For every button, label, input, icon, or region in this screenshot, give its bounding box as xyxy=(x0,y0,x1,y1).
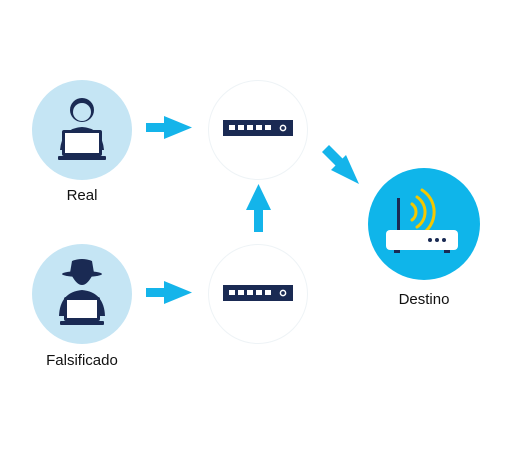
arrow-spoofed-to-router xyxy=(146,281,192,304)
arrow-real-to-router xyxy=(146,116,192,139)
arrow-router-up xyxy=(246,184,271,232)
spoofed-user-node xyxy=(32,244,132,344)
arrow-router-to-destination xyxy=(322,145,359,184)
destination-label: Destino xyxy=(398,291,450,308)
wifi-router-icon xyxy=(386,188,458,253)
person-laptop-icon xyxy=(58,98,106,160)
destination-node xyxy=(368,168,480,280)
router-top-node xyxy=(208,80,308,180)
real-user-node xyxy=(32,80,132,180)
spoofed-label: Falsificado xyxy=(46,352,118,369)
hacker-laptop-icon xyxy=(59,259,105,325)
router-icon xyxy=(223,285,293,301)
real-label: Real xyxy=(66,187,98,204)
router-icon xyxy=(223,120,293,136)
router-bottom-node xyxy=(208,244,308,344)
